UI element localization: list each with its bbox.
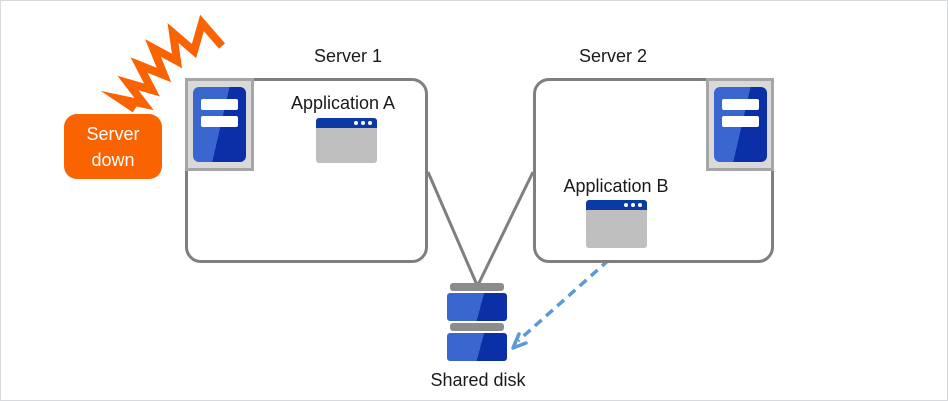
failover-dashed-arrow [516,248,622,343]
failover-arrowhead-icon [511,332,528,350]
server-down-badge-line2: down [91,149,135,170]
tower-slot-icon [201,116,238,127]
server1-tower-icon [185,78,254,171]
application-b-label: Application B [563,176,669,196]
shared-disk-label: Shared disk [430,370,526,390]
window-titlebar [316,118,377,128]
window-titlebar [586,200,647,210]
application-a-label: Application A [290,93,396,113]
window-body [586,210,647,248]
server-tower-icon [714,87,767,162]
shared-disk-icon [447,293,507,321]
shared-disk-icon [447,333,507,361]
server2-tower-icon [706,78,774,171]
window-dot-icon [354,121,358,125]
server1-label: Server 1 [313,46,383,66]
window-dot-icon [361,121,365,125]
application-a-window-icon [316,118,377,163]
window-dot-icon [638,203,642,207]
shared-disk-icon [450,323,504,331]
server2-label: Server 2 [578,46,648,66]
tower-slot-icon [722,99,759,110]
server-down-badge-line1: Server [86,123,140,144]
window-dot-icon [624,203,628,207]
connector-server2-disk [476,171,535,286]
connector-server1-disk [426,171,479,286]
server-down-badge: Server down [64,114,162,179]
tower-slot-icon [201,99,238,110]
tower-slot-icon [722,116,759,127]
window-body [316,128,377,163]
window-dot-icon [368,121,372,125]
window-dot-icon [631,203,635,207]
server-tower-icon [193,87,246,162]
application-b-window-icon [586,200,647,248]
shared-disk-icon [450,283,504,291]
